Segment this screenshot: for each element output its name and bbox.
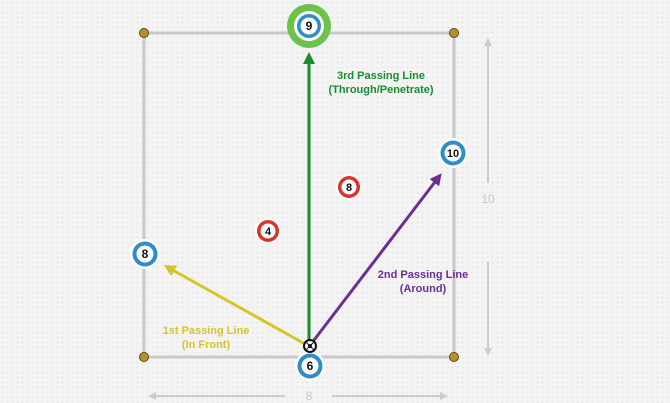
player-red-4: 4 bbox=[255, 218, 281, 244]
player-blue-8: 8 bbox=[130, 239, 160, 269]
third-passing-line-label: 3rd Passing Line (Through/Penetrate) bbox=[306, 69, 456, 97]
player-number: 8 bbox=[346, 182, 352, 194]
cone-bottom-right bbox=[449, 352, 459, 362]
height-dimension-label: 10 bbox=[481, 192, 495, 206]
player-blue-10: 10 bbox=[438, 138, 468, 168]
corner-cones bbox=[139, 28, 459, 362]
cone-top-left bbox=[139, 28, 149, 38]
player-red-8: 8 bbox=[336, 174, 362, 200]
player-number: 9 bbox=[306, 19, 313, 33]
soccer-ball-icon bbox=[303, 339, 317, 353]
first-passing-line-title: 1st Passing Line bbox=[162, 325, 250, 337]
second-passing-line-label: 2nd Passing Line (Around) bbox=[363, 268, 483, 296]
second-passing-line-arrow bbox=[309, 173, 442, 345]
player-number: 6 bbox=[307, 359, 314, 373]
first-passing-line-arrow bbox=[163, 265, 306, 346]
third-passing-line-subtitle: (Through/Penetrate) bbox=[328, 84, 434, 96]
second-passing-line-subtitle: (Around) bbox=[399, 283, 447, 295]
player-number: 4 bbox=[265, 226, 272, 238]
first-passing-line-label: 1st Passing Line (In Front) bbox=[146, 324, 266, 352]
cone-bottom-left bbox=[139, 352, 149, 362]
player-blue-9: 9 bbox=[287, 4, 331, 48]
second-passing-line-title: 2nd Passing Line bbox=[377, 269, 469, 281]
player-blue-6: 6 bbox=[295, 351, 325, 381]
cone-top-right bbox=[449, 28, 459, 38]
first-passing-line-subtitle: (In Front) bbox=[181, 339, 231, 351]
player-number: 10 bbox=[447, 148, 459, 160]
player-number: 8 bbox=[142, 247, 149, 261]
width-dimension-label: 8 bbox=[305, 389, 313, 403]
third-passing-line-title: 3rd Passing Line bbox=[336, 70, 426, 82]
